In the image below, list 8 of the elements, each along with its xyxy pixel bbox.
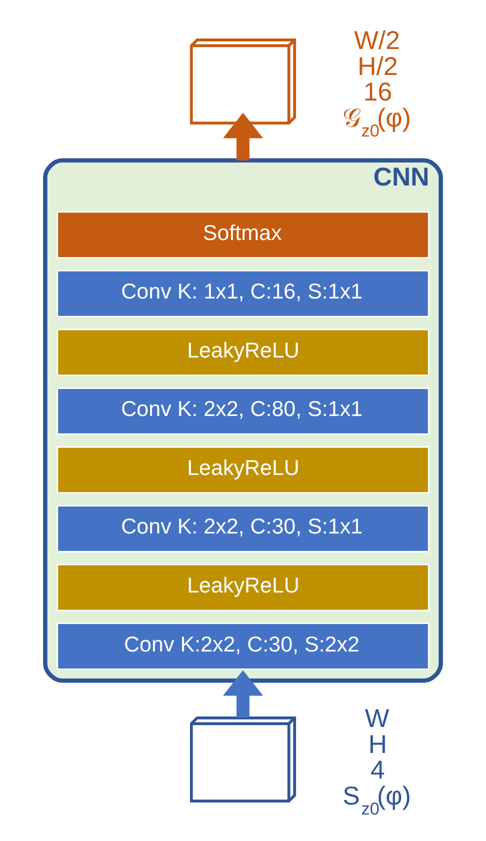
node-label: H	[368, 730, 388, 759]
node-label: H/2	[358, 52, 398, 81]
node-label: W/2	[354, 27, 400, 56]
node-label: 𝒢$_{z0}$(φ)	[342, 104, 411, 141]
node-label: S$_{z0}$(φ)	[342, 782, 411, 818]
node-label: 16	[363, 78, 392, 107]
node-label: W	[364, 705, 390, 734]
node-label: 4	[370, 756, 385, 785]
